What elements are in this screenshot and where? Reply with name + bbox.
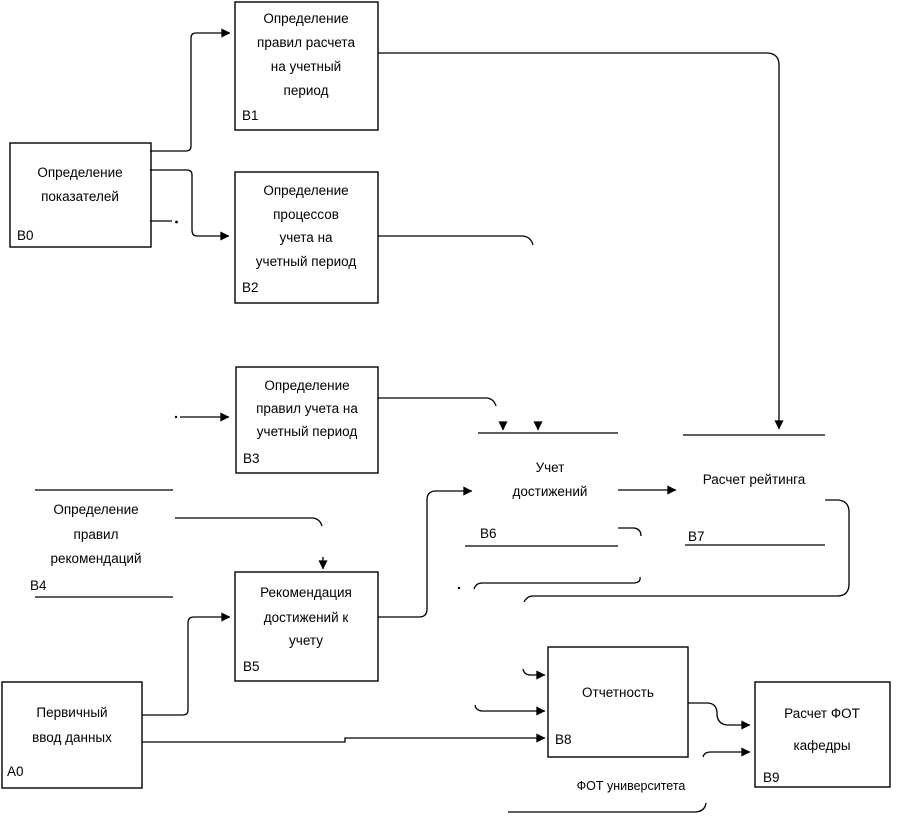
- connector-b0-stub-dot: [175, 220, 178, 224]
- process-box-b3: Определение правил учета на учетный пери…: [235, 366, 379, 474]
- box-b9-rect: [754, 681, 891, 788]
- box-b8-code: B8: [555, 732, 572, 747]
- box-b2-rect: [234, 171, 379, 304]
- box-b2-text: процессов: [273, 207, 339, 222]
- box-a0-code: A0: [7, 764, 24, 779]
- box-b1-text: правил расчета: [257, 35, 355, 50]
- box-b6-code: B6: [480, 526, 497, 541]
- process-box-b5: Рекомендация достижений к учету B5: [234, 571, 379, 682]
- box-b7-code: B7: [688, 529, 705, 544]
- box-b1-text: на учетный: [271, 59, 341, 74]
- box-b8-rect: [547, 646, 689, 758]
- box-b0-code: B0: [17, 228, 34, 243]
- connector-b4-output: [175, 517, 323, 527]
- box-a0-text: ввод данных: [32, 730, 112, 745]
- process-box-b6: Учет достижений B6: [465, 432, 618, 547]
- connector-b0-to-b1: [150, 28, 231, 152]
- connector-b3-output: [378, 397, 497, 407]
- box-b5-text: достижений к: [264, 610, 349, 625]
- process-box-b1: Определение правил расчета на учетный пе…: [234, 1, 379, 131]
- box-b1-text: период: [284, 83, 329, 98]
- connector-a0-to-b8: [142, 733, 546, 743]
- box-b1-code: B1: [242, 108, 259, 123]
- box-a0-rect: [1, 681, 143, 789]
- box-b5-rect: [234, 571, 379, 682]
- connector-b7-loop-back: [523, 499, 850, 603]
- box-b9-text: кафедры: [793, 738, 850, 753]
- box-b5-text: Рекомендация: [260, 585, 352, 600]
- box-b0-rect: [9, 142, 152, 248]
- connector-b5-to-b6: [378, 486, 473, 618]
- box-b5-code: B5: [243, 659, 260, 674]
- fot-university-label: ФОТ университета: [577, 779, 686, 793]
- box-b3-text: Определение: [264, 378, 349, 393]
- box-b6-text: Учет: [536, 460, 565, 475]
- box-b4-text: рекомендаций: [50, 551, 141, 566]
- process-box-b0: Определение показателей B0: [9, 142, 152, 248]
- box-b3-text: учетный период: [257, 424, 358, 439]
- box-b3-text: правил учета на: [256, 401, 358, 416]
- process-box-b7: Расчет рейтинга B7: [683, 434, 825, 546]
- connector-b7-loop-into-b8: [522, 668, 546, 680]
- connector-b8-to-b9: [688, 702, 751, 730]
- box-b2-text: учетный период: [256, 254, 357, 269]
- box-b0-text: показателей: [41, 189, 119, 204]
- box-b0-text: Определение: [37, 165, 122, 180]
- connector-b6-loop-start: [618, 527, 642, 537]
- connector-fot-into-b9: [702, 747, 751, 758]
- box-b3-code: B3: [243, 451, 260, 466]
- box-b1-text: Определение: [263, 11, 348, 26]
- process-box-a0: Первичный ввод данных A0: [1, 681, 143, 789]
- connector-b6-loop-dot: [457, 586, 461, 590]
- box-b5-text: учету: [289, 633, 323, 648]
- box-b9-text: Расчет ФОТ: [784, 706, 860, 721]
- box-b6-text: достижений: [513, 484, 588, 499]
- box-b2-text: Определение: [263, 183, 348, 198]
- box-b2-text: учета на: [279, 230, 333, 245]
- connector-b2-output: [378, 235, 534, 246]
- connector-a0-to-b5: [142, 612, 231, 716]
- process-box-b9: Расчет ФОТ кафедры B9: [754, 681, 891, 788]
- connector-b3-input-dot: [174, 415, 178, 419]
- box-b3-rect: [235, 366, 379, 474]
- process-box-b2: Определение процессов учета на учетный п…: [234, 171, 379, 304]
- box-b8-text: Отчетность: [582, 685, 654, 700]
- connector-b6-loop-into-b8: [474, 704, 546, 716]
- connector-b0-to-b2: [150, 169, 230, 241]
- process-box-b4: Определение правил рекомендаций B4: [30, 489, 173, 598]
- box-b2-code: B2: [242, 280, 259, 295]
- connectors: [142, 28, 850, 813]
- connector-fot-input-line: [508, 802, 707, 813]
- box-b7-text: Расчет рейтинга: [703, 472, 806, 487]
- connector-b6-loop-back: [473, 576, 641, 590]
- box-b4-text: правил: [74, 527, 119, 542]
- box-b4-code: B4: [30, 578, 47, 593]
- process-box-b8: Отчетность B8: [547, 646, 689, 758]
- box-b1-rect: [234, 1, 379, 131]
- box-b4-text: Определение: [53, 502, 138, 517]
- box-b9-code: B9: [763, 770, 780, 785]
- box-a0-text: Первичный: [36, 705, 107, 720]
- connector-b1-to-b7: [378, 52, 784, 430]
